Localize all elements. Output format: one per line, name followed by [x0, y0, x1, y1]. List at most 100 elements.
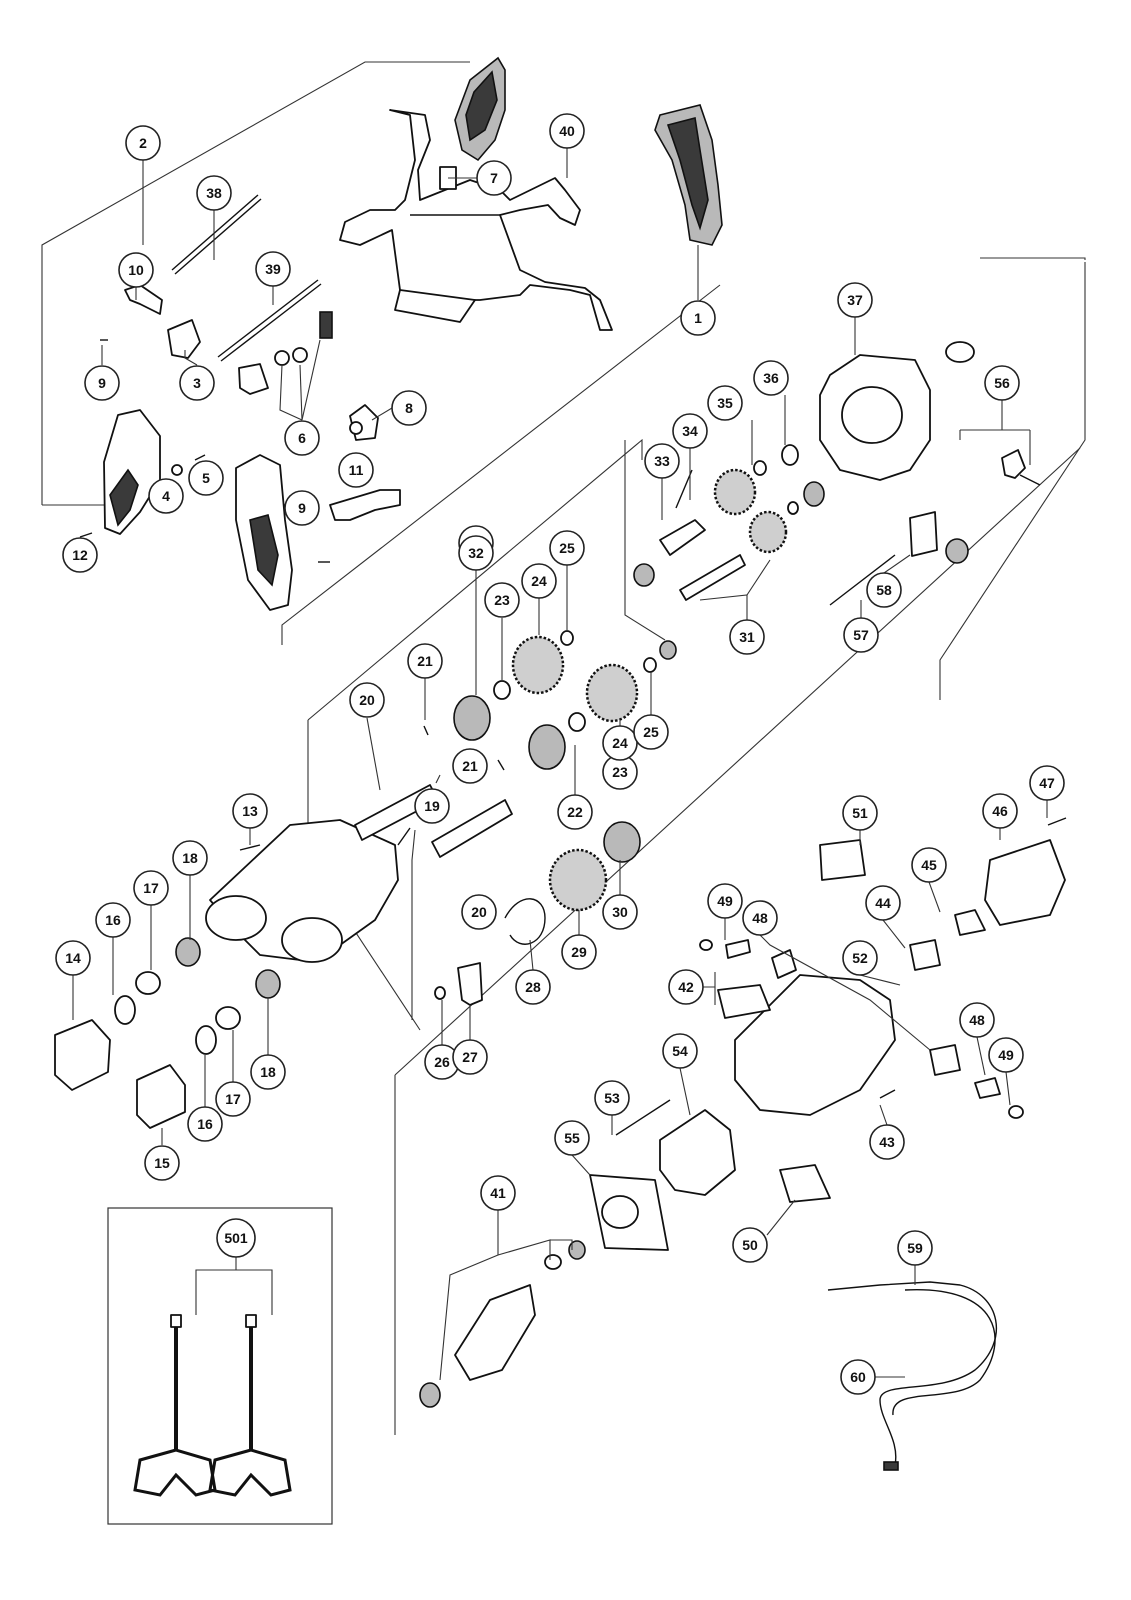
- mixing-paddles: [133, 1314, 292, 1497]
- callout-56: 56: [984, 365, 1020, 401]
- callout-49-right: 49: [988, 1037, 1024, 1073]
- svg-text:20: 20: [359, 692, 375, 708]
- callout-48-top: 48: [742, 900, 778, 936]
- callout-14: 14: [55, 940, 91, 976]
- svg-text:17: 17: [143, 880, 159, 896]
- svg-text:43: 43: [879, 1134, 895, 1150]
- svg-text:51: 51: [852, 805, 868, 821]
- callout-15: 15: [144, 1145, 180, 1181]
- svg-text:22: 22: [567, 804, 583, 820]
- callout-36: 36: [753, 360, 789, 396]
- callout-34: 34: [672, 413, 708, 449]
- motor-housing: [699, 817, 1067, 1203]
- callout-60: 60: [840, 1359, 876, 1395]
- svg-text:3: 3: [193, 375, 201, 391]
- svg-text:28: 28: [525, 979, 541, 995]
- callout-53: 53: [594, 1080, 630, 1116]
- svg-text:21: 21: [462, 758, 478, 774]
- drive-shafts-gears: [354, 630, 657, 1006]
- svg-text:44: 44: [875, 895, 891, 911]
- svg-text:18: 18: [260, 1064, 276, 1080]
- svg-text:19: 19: [424, 798, 440, 814]
- svg-text:48: 48: [969, 1012, 985, 1028]
- svg-text:49: 49: [998, 1047, 1014, 1063]
- svg-text:16: 16: [105, 912, 121, 928]
- svg-text:50: 50: [742, 1237, 758, 1253]
- svg-text:39: 39: [265, 261, 281, 277]
- svg-text:11: 11: [349, 462, 364, 478]
- callout-44: 44: [865, 885, 901, 921]
- callout-7: 7: [476, 160, 512, 196]
- callout-29: 29: [561, 934, 597, 970]
- accessory-box-501: [107, 1207, 333, 1525]
- svg-text:15: 15: [154, 1155, 170, 1171]
- svg-text:4: 4: [162, 488, 170, 504]
- svg-text:9: 9: [98, 375, 106, 391]
- callout-11: 11: [338, 452, 374, 488]
- gear-housing: [205, 819, 399, 963]
- callout-13: 13: [232, 793, 268, 829]
- callout-20-bottom: 20: [461, 894, 497, 930]
- svg-text:36: 36: [763, 370, 779, 386]
- callout-43: 43: [869, 1124, 905, 1160]
- svg-text:60: 60: [850, 1369, 866, 1385]
- svg-text:48: 48: [752, 910, 768, 926]
- callout-31: 31: [729, 619, 765, 655]
- callout-27: 27: [452, 1039, 488, 1075]
- leader-lines: [72, 148, 1048, 1381]
- svg-text:6: 6: [298, 430, 306, 446]
- callout-9-right: 9: [284, 490, 320, 526]
- wires: [171, 194, 322, 362]
- callout-2: 2: [125, 125, 161, 161]
- svg-text:7: 7: [490, 170, 498, 186]
- callout-57: 57: [843, 617, 879, 653]
- callout-5: 5: [188, 460, 224, 496]
- callout-16-bottom: 16: [187, 1106, 223, 1142]
- svg-text:38: 38: [206, 185, 222, 201]
- callout-47: 47: [1029, 765, 1065, 801]
- svg-text:49: 49: [717, 893, 733, 909]
- svg-text:59: 59: [907, 1240, 923, 1256]
- callout-37: 37: [837, 282, 873, 318]
- callout-33: 33: [644, 443, 680, 479]
- callout-41: 41: [480, 1175, 516, 1211]
- power-cord: [827, 1281, 998, 1471]
- callout-3: 3: [179, 365, 215, 401]
- svg-text:33: 33: [654, 453, 670, 469]
- svg-text:14: 14: [65, 950, 81, 966]
- callout-32: 32: [458, 535, 494, 571]
- svg-text:34: 34: [682, 423, 698, 439]
- svg-text:35: 35: [717, 395, 733, 411]
- group-boundaries: [41, 61, 1086, 1525]
- svg-text:41: 41: [490, 1185, 506, 1201]
- callout-40: 40: [549, 113, 585, 149]
- callout-25-bottom: 25: [633, 714, 669, 750]
- callout-16-top: 16: [95, 902, 131, 938]
- svg-text:30: 30: [612, 904, 628, 920]
- callout-25-top: 25: [549, 530, 585, 566]
- callout-49-top: 49: [707, 883, 743, 919]
- callout-1: 1: [680, 300, 716, 336]
- callout-23-top: 23: [484, 582, 520, 618]
- left-rings-bearings: [54, 937, 281, 1129]
- callout-54: 54: [662, 1033, 698, 1069]
- callout-26: 26: [424, 1044, 460, 1080]
- svg-text:5: 5: [202, 470, 210, 486]
- callout-24-top: 24: [521, 563, 557, 599]
- svg-text:27: 27: [462, 1049, 478, 1065]
- svg-text:1: 1: [694, 310, 702, 326]
- svg-text:23: 23: [612, 764, 628, 780]
- callout-24-bottom: 24: [602, 725, 638, 761]
- gear-case: [633, 341, 1041, 660]
- callout-46: 46: [982, 793, 1018, 829]
- svg-text:18: 18: [182, 850, 198, 866]
- callouts: 1 2 3 4 5 6 7 8 9 9 10 11 12 13 14 15 16…: [55, 113, 1065, 1395]
- svg-text:2: 2: [139, 135, 147, 151]
- svg-text:20: 20: [471, 904, 487, 920]
- handle-cover-right: [654, 104, 723, 246]
- svg-text:23: 23: [494, 592, 510, 608]
- callout-51: 51: [842, 795, 878, 831]
- svg-text:56: 56: [994, 375, 1010, 391]
- svg-text:37: 37: [847, 292, 863, 308]
- callout-18-bottom: 18: [250, 1054, 286, 1090]
